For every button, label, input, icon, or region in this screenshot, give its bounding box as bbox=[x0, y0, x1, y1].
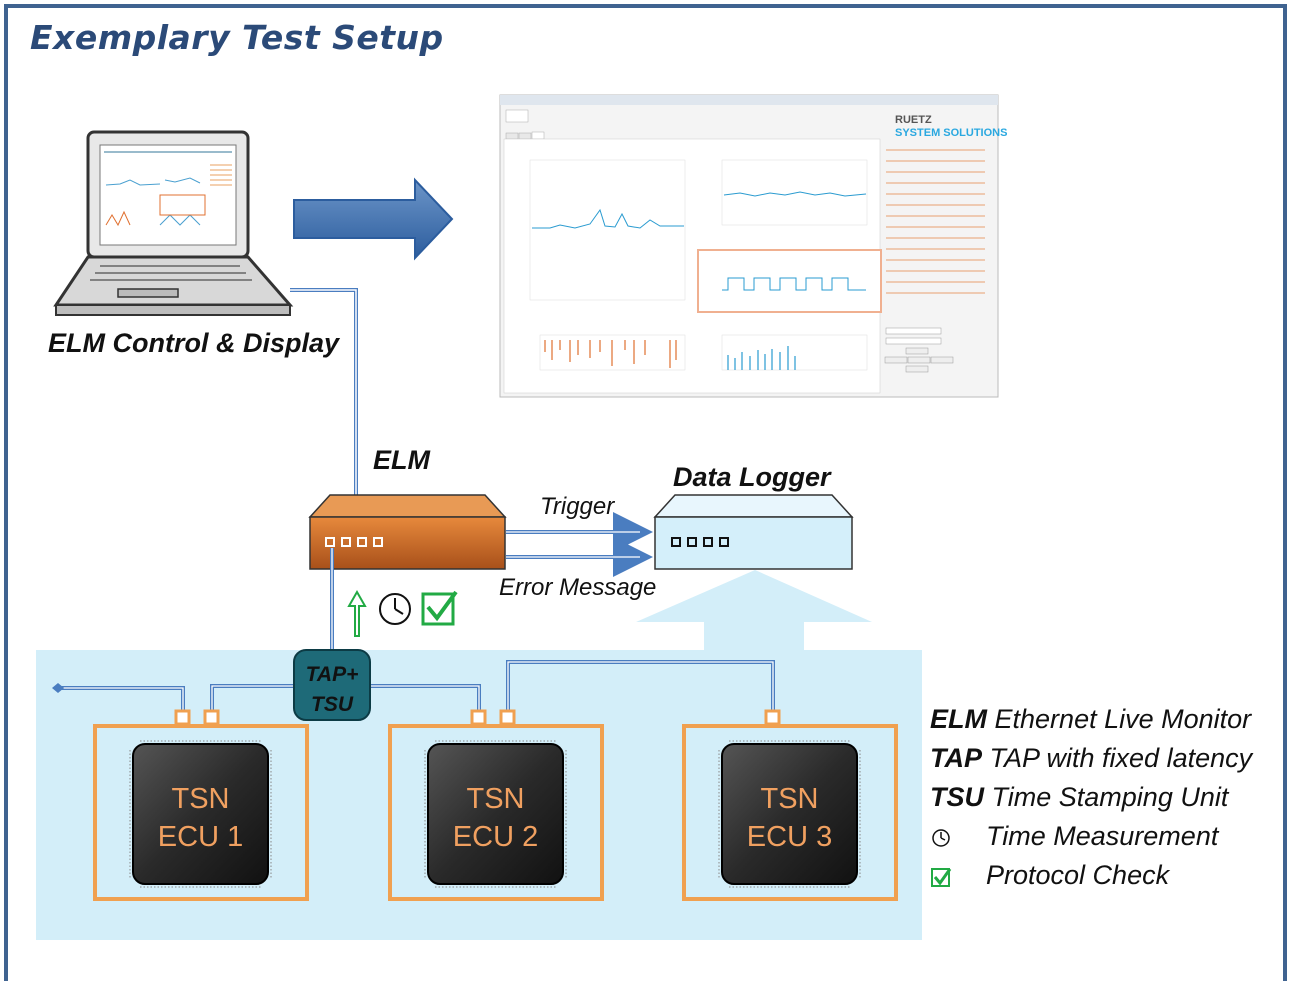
upload-arrow-icon bbox=[347, 589, 367, 637]
laptop-icon bbox=[53, 130, 294, 316]
tsu-label: TSU bbox=[311, 693, 354, 716]
legend-desc: Time Measurement bbox=[986, 821, 1219, 851]
ecu-3 bbox=[682, 709, 898, 901]
legend-key: TSU bbox=[930, 782, 984, 812]
screenshot-brand-1: RUETZ bbox=[895, 114, 932, 126]
legend-desc: Time Stamping Unit bbox=[991, 782, 1229, 812]
ecu-2-line1: TSN bbox=[466, 783, 525, 815]
error-message-label: Error Message bbox=[499, 574, 657, 601]
ecu-1-label: TSN ECU 1 bbox=[133, 780, 268, 856]
screenshot-brand-2: SYSTEM SOLUTIONS bbox=[895, 127, 1007, 139]
legend-item-time: Time Measurement bbox=[930, 817, 1252, 856]
legend-desc: Ethernet Live Monitor bbox=[994, 704, 1252, 734]
clock-icon bbox=[379, 593, 411, 625]
legend: ELM Ethernet Live Monitor TAP TAP with f… bbox=[930, 700, 1252, 895]
ecu-2 bbox=[388, 709, 604, 901]
elm-label: ELM bbox=[373, 445, 430, 475]
trigger-label: Trigger bbox=[540, 493, 615, 520]
legend-item-protocol: Protocol Check bbox=[930, 856, 1252, 895]
legend-desc: TAP with fixed latency bbox=[989, 743, 1253, 773]
data-logger-device bbox=[653, 494, 854, 570]
elm-device bbox=[308, 494, 507, 570]
clock-icon bbox=[930, 817, 986, 856]
ecu-1-line2: ECU 1 bbox=[157, 821, 244, 853]
legend-key: TAP bbox=[930, 743, 982, 773]
logger-up-arrow bbox=[636, 570, 872, 650]
tap-label: TAP+ bbox=[306, 663, 359, 686]
data-logger-label: Data Logger bbox=[673, 462, 831, 492]
control-display-label: ELM Control & Display bbox=[48, 328, 340, 358]
diagram-frame bbox=[4, 4, 1287, 981]
ecu-3-line1: TSN bbox=[760, 783, 819, 815]
check-icon bbox=[930, 856, 986, 895]
legend-item-tap: TAP TAP with fixed latency bbox=[930, 739, 1252, 778]
display-arrow bbox=[293, 177, 454, 261]
ecu-1-line1: TSN bbox=[171, 783, 230, 815]
ecu-1 bbox=[93, 709, 309, 901]
ecu-3-line2: ECU 3 bbox=[746, 821, 833, 853]
link-laptop-elm bbox=[290, 288, 358, 500]
monitor-screenshot: RUETZ SYSTEM SOLUTIONS bbox=[499, 94, 1007, 398]
legend-item-tsu: TSU Time Stamping Unit bbox=[930, 778, 1252, 817]
ecu-2-label: TSN ECU 2 bbox=[428, 780, 563, 856]
ecu-3-label: TSN ECU 3 bbox=[722, 780, 857, 856]
tap-tsu-box bbox=[293, 649, 371, 721]
legend-item-elm: ELM Ethernet Live Monitor bbox=[930, 700, 1252, 739]
ecu-2-line2: ECU 2 bbox=[452, 821, 539, 853]
check-icon bbox=[421, 590, 458, 626]
legend-desc: Protocol Check bbox=[986, 860, 1170, 890]
legend-key: ELM bbox=[930, 704, 987, 734]
page-title: Exemplary Test Setup bbox=[30, 18, 444, 57]
